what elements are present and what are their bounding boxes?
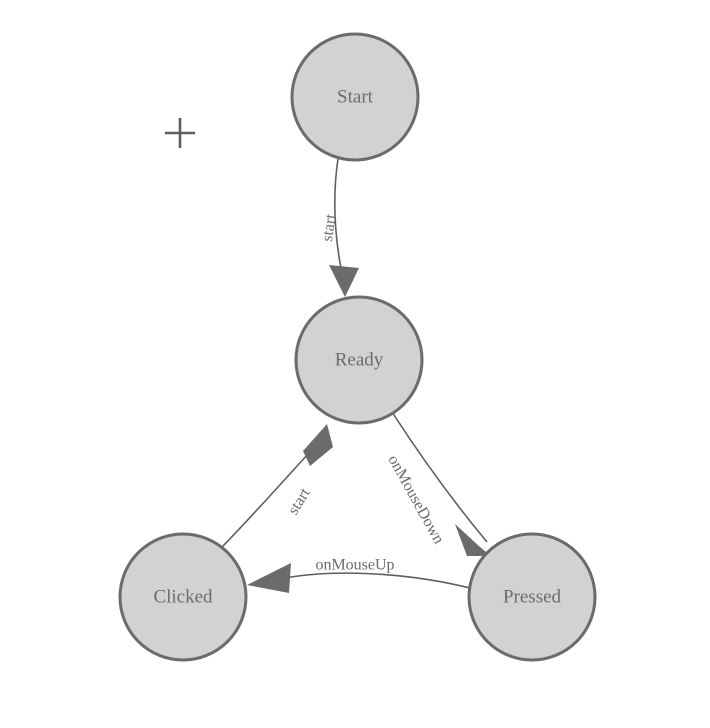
node-start-circle[interactable] <box>290 32 420 162</box>
node-ready-circle[interactable] <box>294 295 424 425</box>
edge-label-clicked-to-ready: start <box>285 485 314 518</box>
edge-label-pressed-to-clicked: onMouseUp <box>315 557 394 574</box>
arrowhead-start-to-ready <box>329 265 359 297</box>
node-start[interactable]: Start <box>290 32 420 162</box>
edge-pressed-to-clicked[interactable]: onMouseUp <box>247 557 471 593</box>
node-clicked[interactable]: Clicked <box>118 532 248 662</box>
arrowhead-pressed-to-clicked <box>247 563 291 593</box>
edge-start-to-ready[interactable]: start <box>319 158 359 297</box>
arrowhead-clicked-to-ready <box>303 424 333 466</box>
node-clicked-circle[interactable] <box>118 532 248 662</box>
node-clicked-label: Clicked <box>153 586 213 607</box>
edge-label-ready-to-pressed: onMouseDown <box>384 452 447 547</box>
arrowhead-ready-to-pressed <box>455 524 491 556</box>
node-pressed[interactable]: Pressed <box>467 532 597 662</box>
edge-ready-to-pressed[interactable]: onMouseDown <box>384 411 491 556</box>
node-layer: Start Ready Clicked Pressed <box>118 32 597 662</box>
node-ready[interactable]: Ready <box>294 295 424 425</box>
node-start-label: Start <box>337 86 374 107</box>
node-pressed-circle[interactable] <box>467 532 597 662</box>
crosshair-icon[interactable] <box>165 118 195 148</box>
node-pressed-label: Pressed <box>503 586 562 607</box>
edge-label-start-to-ready: start <box>319 213 340 243</box>
node-ready-label: Ready <box>335 349 384 370</box>
edge-path-pressed-to-clicked[interactable] <box>284 572 471 589</box>
edge-clicked-to-ready[interactable]: start <box>221 424 333 548</box>
edge-path-ready-to-pressed[interactable] <box>391 411 488 543</box>
